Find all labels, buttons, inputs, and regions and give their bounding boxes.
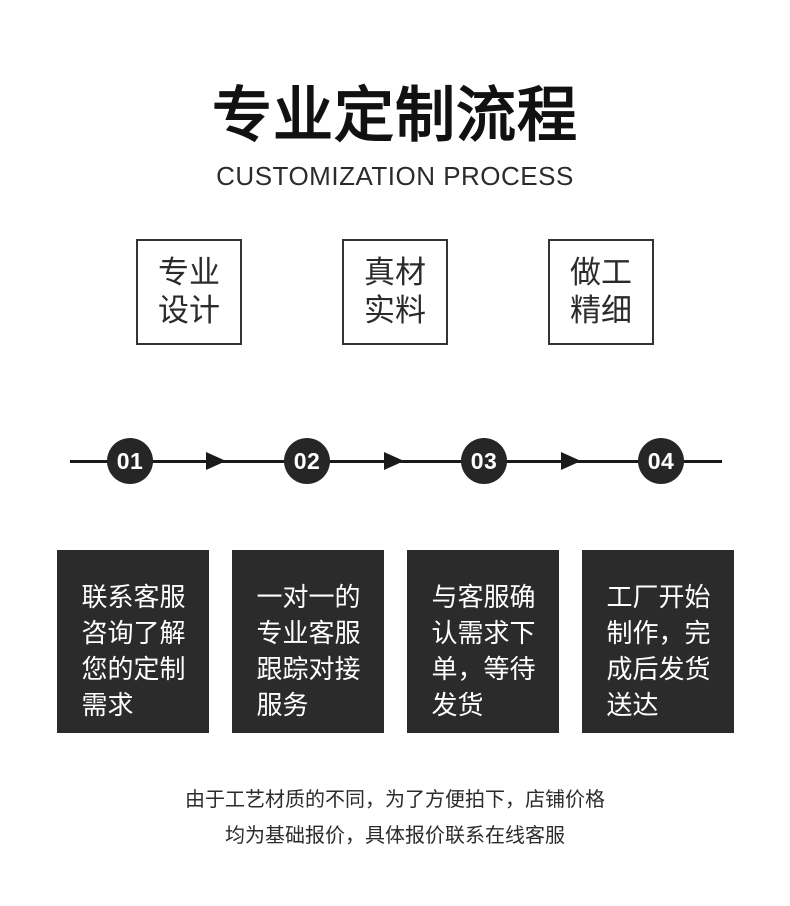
feature-badge-design: 专业 设计: [136, 239, 242, 345]
footer-note: 由于工艺材质的不同，为了方便拍下，店铺价格 均为基础报价，具体报价联系在线客服: [0, 782, 790, 854]
step-card-line: 需求: [81, 690, 134, 720]
step-card-line: 发货: [431, 690, 484, 720]
page-title: 专业定制流程: [212, 82, 578, 149]
feature-badge-line: 精细: [570, 293, 632, 328]
step-card-line: 与客服确: [431, 582, 536, 612]
step-card-line: 认需求下: [431, 618, 536, 648]
step-card-production: 工厂开始 制作，完 成后发货 送达: [581, 550, 734, 733]
arrow-right-icon: [561, 452, 581, 470]
step-card-line: 专业客服: [256, 618, 361, 648]
step-card-line: 送达: [606, 690, 659, 720]
arrow-right-icon: [206, 452, 226, 470]
step-card-line: 单，等待: [431, 654, 536, 684]
timeline-step-badge-4: 04: [638, 438, 684, 484]
feature-badge-line: 实料: [364, 293, 426, 328]
step-card-contact: 联系客服 咨询了解 您的定制 需求: [56, 550, 209, 733]
step-card-line: 咨询了解: [81, 618, 186, 648]
step-card-line: 一对一的: [256, 582, 361, 612]
timeline-step-badge-2: 02: [284, 438, 330, 484]
feature-badge-line: 专业: [158, 255, 220, 290]
arrow-right-icon: [384, 452, 404, 470]
footer-note-line: 均为基础报价，具体报价联系在线客服: [225, 825, 565, 847]
step-card-line: 跟踪对接: [256, 654, 361, 684]
feature-badge-materials: 真材 实料: [342, 239, 448, 345]
step-card-line: 工厂开始: [606, 582, 711, 612]
feature-badge-workmanship: 做工 精细: [548, 239, 654, 345]
page-subtitle: CUSTOMIZATION PROCESS: [216, 161, 574, 191]
step-card-line: 联系客服: [81, 582, 186, 612]
process-step-cards-row: 联系客服 咨询了解 您的定制 需求 一对一的 专业客服 跟踪对接 服务 与客服确…: [0, 550, 790, 733]
feature-badge-line: 做工: [570, 255, 632, 290]
feature-badges-row: 专业 设计 真材 实料 做工 精细: [0, 239, 790, 345]
timeline-step-badge-1: 01: [107, 438, 153, 484]
step-card-service: 一对一的 专业客服 跟踪对接 服务: [231, 550, 384, 733]
step-card-line: 您的定制: [81, 654, 186, 684]
footer-note-line: 由于工艺材质的不同，为了方便拍下，店铺价格: [185, 789, 605, 811]
feature-badge-line: 真材: [364, 255, 426, 290]
timeline-step-badge-3: 03: [461, 438, 507, 484]
step-card-line: 制作，完: [606, 618, 711, 648]
feature-badge-line: 设计: [158, 293, 220, 328]
step-card-order: 与客服确 认需求下 单，等待 发货: [406, 550, 559, 733]
step-card-line: 服务: [256, 690, 309, 720]
step-card-line: 成后发货: [606, 654, 711, 684]
